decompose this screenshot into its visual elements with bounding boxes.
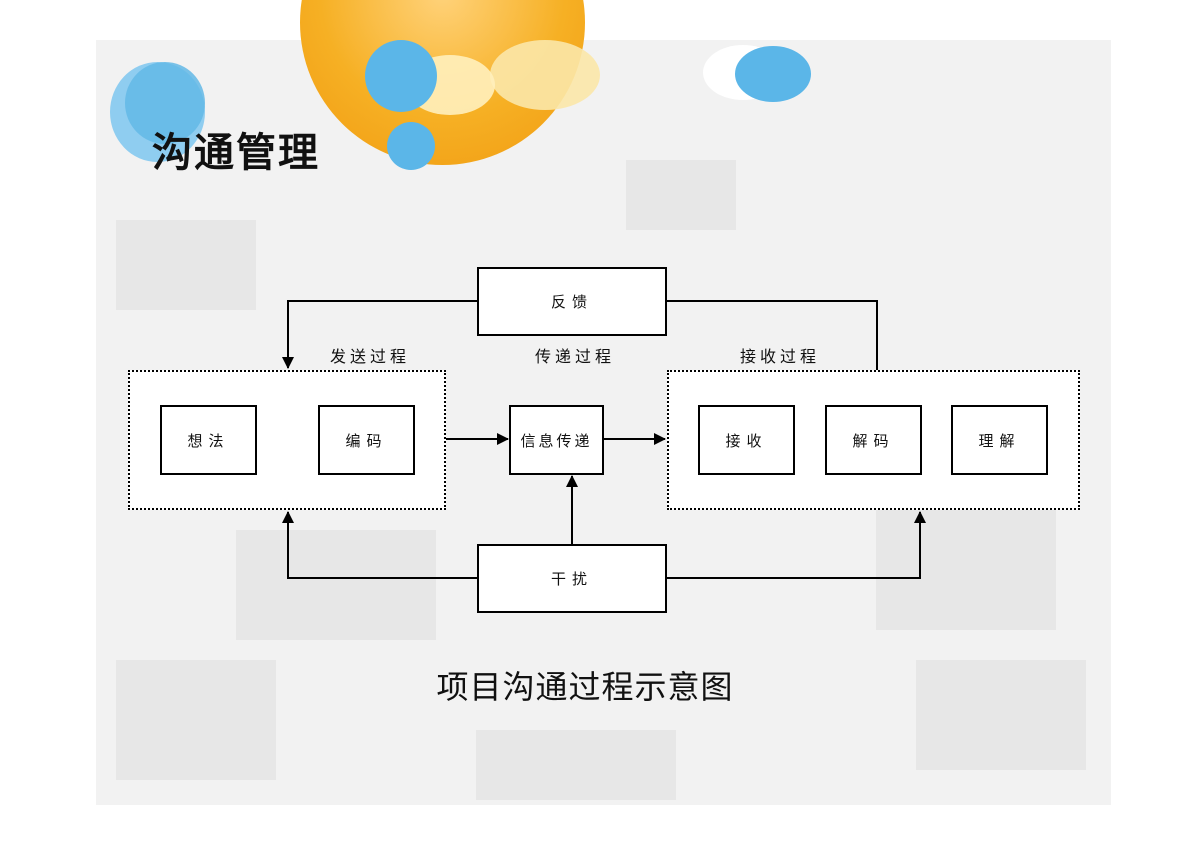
noise-to-send-arrow [282,511,477,579]
idea-box: 想法 [160,405,257,475]
feedback-box: 反馈 [477,267,667,336]
receive-process-label: 接收过程 [740,347,821,366]
noise-to-receive-arrow [667,511,926,579]
diagram-caption: 项目沟通过程示意图 [436,668,734,706]
receive-to-feedback-line [667,300,878,370]
send-process-label: 发送过程 [330,347,411,366]
blue-circle-decoration [365,40,437,112]
blue-circle-decoration [125,62,205,144]
understand-box: 理解 [951,405,1048,475]
noise-box: 干扰 [477,544,667,613]
transfer-process-label: 传递过程 [535,347,616,366]
encode-box: 编码 [318,405,415,475]
decode-box: 解码 [825,405,922,475]
cream-ellipse-decoration [490,40,600,110]
transmit-box: 信息传递 [509,405,604,475]
blue-circle-decoration [735,46,811,102]
receive-box: 接收 [698,405,795,475]
page-title: 沟通管理 [152,130,320,176]
blue-circle-decoration [387,122,435,170]
feedback-to-send-arrow [282,300,477,369]
